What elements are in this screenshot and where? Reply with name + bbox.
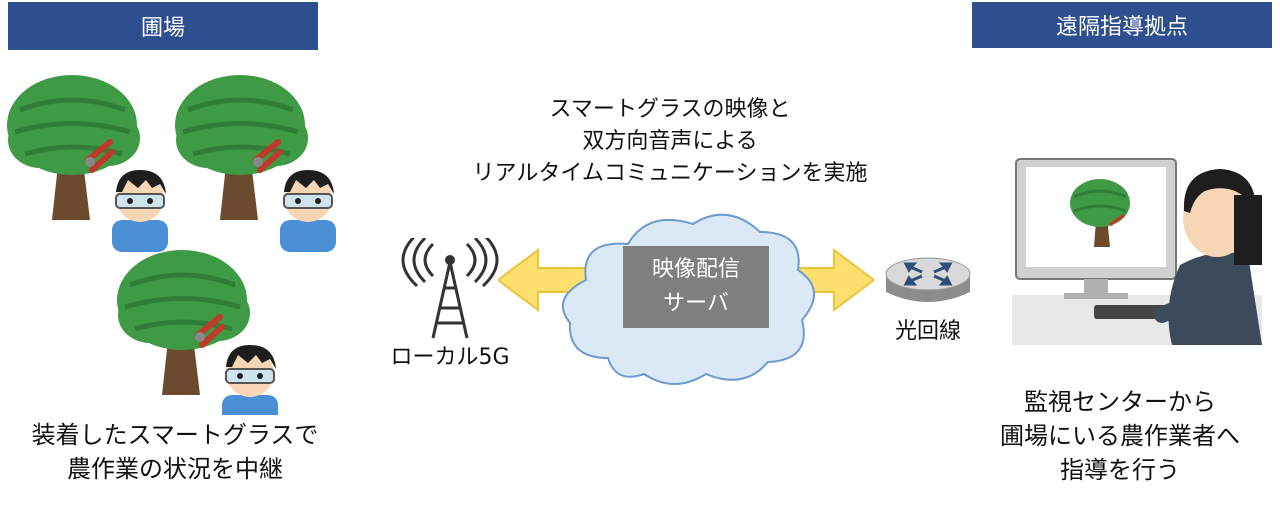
center-caption-line-1: スマートグラスの映像と	[549, 97, 791, 122]
router-icon	[885, 257, 971, 302]
server-label-line-2: サーバ	[663, 291, 729, 316]
center-caption-line-2: 双方向音声による	[582, 129, 758, 154]
field-caption-line-1: 装着したスマートグラスで	[31, 421, 319, 449]
remote-caption-line-1: 監視センターから	[1024, 388, 1216, 416]
field-header: 圃場	[8, 2, 318, 50]
farmer-illustrations	[0, 70, 340, 415]
fiber-line-label: 光回線	[894, 319, 961, 344]
field-caption: 装着したスマートグラスで 農作業の状況を中継	[20, 418, 330, 486]
field-caption-line-2: 農作業の状況を中継	[67, 455, 283, 483]
antenna-icon	[401, 238, 499, 339]
local-5g-label: ローカル5G	[390, 345, 510, 370]
center-caption: スマートグラスの映像と 双方向音声による リアルタイムコミュニケーションを実施	[430, 94, 910, 190]
remote-base-header-label: 遠隔指導拠点	[1055, 15, 1188, 40]
remote-caption-line-2: 圃場にいる農作業者へ	[1000, 422, 1240, 450]
remote-caption: 監視センターから 圃場にいる農作業者へ 指導を行う	[970, 385, 1270, 487]
field-header-label: 圃場	[140, 16, 185, 41]
remote-operator-illustration	[1012, 158, 1262, 345]
center-caption-line-3: リアルタイムコミュニケーションを実施	[472, 161, 868, 186]
remote-caption-line-3: 指導を行う	[1060, 456, 1180, 484]
remote-base-header: 遠隔指導拠点	[972, 2, 1272, 48]
server-label-line-1: 映像配信	[651, 257, 740, 282]
video-distribution-server: 映像配信 サーバ	[623, 246, 769, 328]
